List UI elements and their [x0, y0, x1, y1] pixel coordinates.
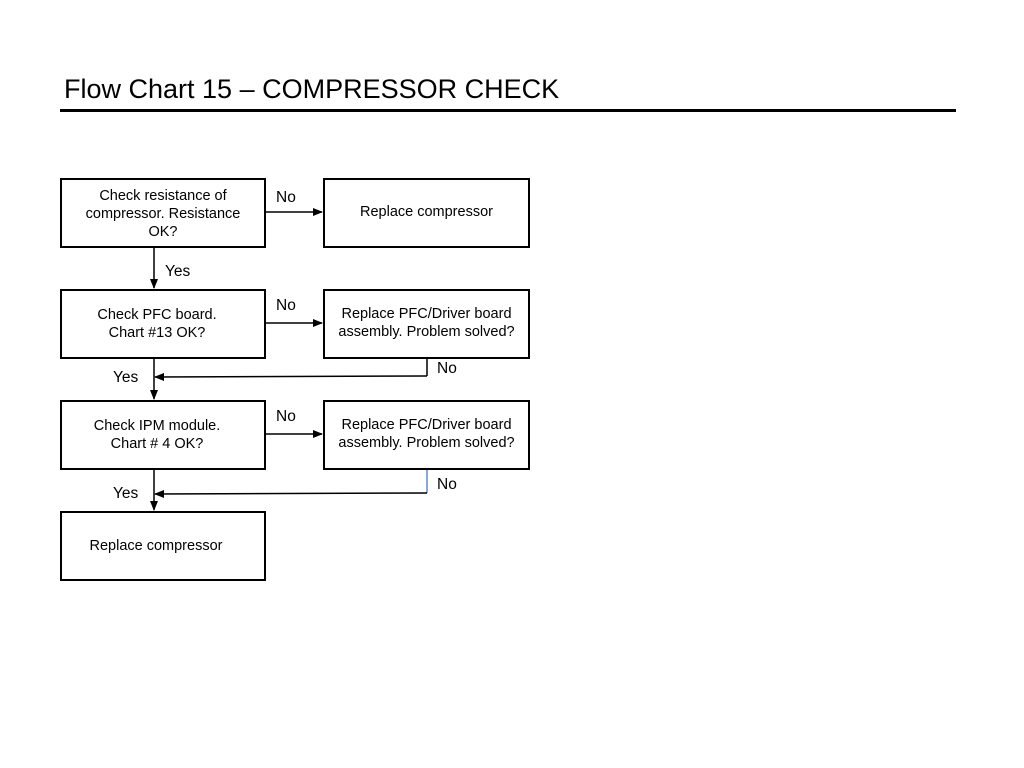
node-line: Check resistance of: [99, 188, 227, 204]
label-pfc-no: No: [276, 297, 296, 314]
title-underline: [60, 109, 956, 112]
label-pfc-replace-no: No: [437, 360, 457, 377]
node-replace-pfc-1: Replace PFC/Driver board assembly. Probl…: [323, 289, 530, 359]
label-ipm-no: No: [276, 408, 296, 425]
node-replace-compressor-1: Replace compressor: [323, 178, 530, 248]
label-ipm-replace-no: No: [437, 476, 457, 493]
label-resistance-yes: Yes: [165, 263, 191, 280]
node-line: Replace PFC/Driver board: [341, 417, 512, 433]
node-line: Check IPM module.: [93, 418, 221, 434]
node-check-resistance: Check resistance of compressor. Resistan…: [60, 178, 266, 248]
node-line: Replace compressor: [360, 204, 493, 220]
node-check-pfc: Check PFC board. Chart #13 OK?: [60, 289, 266, 359]
node-line: Replace compressor: [89, 538, 223, 554]
arrow-pfc-replace-no: [154, 372, 428, 381]
label-pfc-yes: Yes: [113, 369, 139, 386]
arrow-ipm-replace-no: [154, 489, 428, 498]
node-line: assembly. Problem solved?: [338, 435, 515, 451]
label-ipm-yes: Yes: [113, 485, 139, 502]
node-replace-compressor-2: Replace compressor: [60, 511, 266, 581]
node-replace-pfc-2: Replace PFC/Driver board assembly. Probl…: [323, 400, 530, 470]
node-line: assembly. Problem solved?: [338, 324, 515, 340]
node-line: Chart # 4 OK?: [110, 436, 204, 452]
node-line: OK?: [148, 224, 178, 240]
node-line: Chart #13 OK?: [108, 325, 206, 341]
node-line: compressor. Resistance: [85, 206, 241, 222]
node-check-ipm: Check IPM module. Chart # 4 OK?: [60, 400, 266, 470]
page-title: Flow Chart 15 – COMPRESSOR CHECK: [64, 74, 560, 104]
label-resistance-no: No: [276, 189, 296, 206]
node-line: Replace PFC/Driver board: [341, 306, 512, 322]
node-line: Check PFC board.: [97, 307, 217, 323]
